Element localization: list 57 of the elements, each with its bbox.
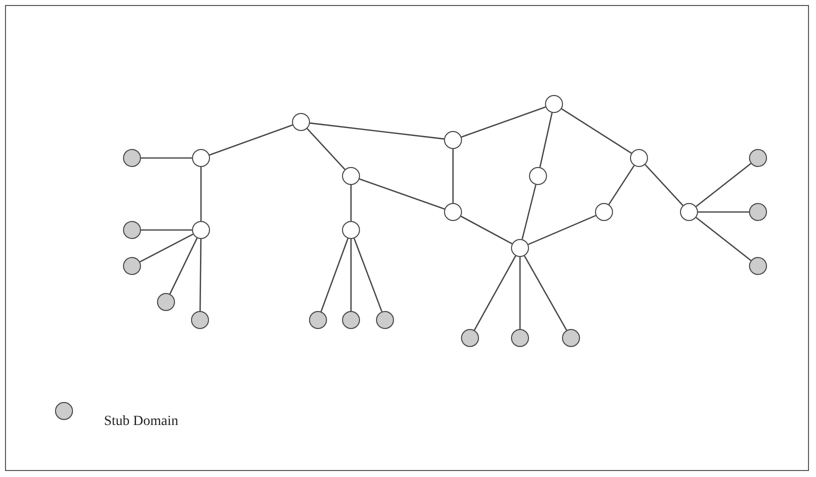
connector-line (169, 238, 198, 294)
stub-domain-circle (511, 329, 529, 347)
stub-domain-circle (562, 329, 580, 347)
connector-line (350, 185, 352, 221)
connector-line (474, 256, 516, 330)
connector-line (644, 164, 684, 206)
stub-domain-circle (376, 311, 394, 329)
transit-node-circle (529, 167, 547, 185)
stub-domain-circle (123, 149, 141, 167)
stub-domain-circle (157, 293, 175, 311)
transit-node-circle (595, 203, 613, 221)
connector-line (140, 234, 194, 262)
stub-domain-circle (461, 329, 479, 347)
transit-node-circle (444, 203, 462, 221)
connector-line (522, 184, 536, 240)
stub-domain-circle (309, 311, 327, 329)
transit-node-circle (292, 113, 310, 131)
stub-domain-circle (749, 149, 767, 167)
connector-line (524, 256, 568, 330)
connector-line (209, 124, 293, 156)
transit-node-circle (545, 95, 563, 113)
connector-line (354, 238, 382, 312)
legend-label: Stub Domain (104, 414, 178, 430)
connector-line (696, 217, 752, 261)
transit-node-circle (630, 149, 648, 167)
connector-line (608, 165, 635, 205)
connector-line (460, 216, 512, 244)
connector-line (698, 211, 749, 213)
connector-line (350, 239, 352, 311)
connector-line (141, 229, 192, 231)
transit-node-circle (680, 203, 698, 221)
transit-node-circle (444, 131, 462, 149)
connector-line (528, 214, 596, 246)
connector-line (539, 112, 553, 168)
stub-domain-circle (749, 257, 767, 275)
transit-node-circle (511, 239, 529, 257)
connector-line (519, 257, 521, 329)
transit-node-circle (342, 221, 360, 239)
stub-domain-circle (123, 221, 141, 239)
connector-line (359, 178, 445, 210)
connector-line (561, 108, 632, 154)
stub-domain-circle (123, 257, 141, 275)
stub-domain-circle (191, 311, 209, 329)
connector-line (452, 149, 454, 203)
connector-line (141, 157, 192, 159)
connector-line (306, 128, 346, 170)
transit-node-circle (192, 221, 210, 239)
stub-domain-circle (342, 311, 360, 329)
stub-domain-circle (749, 203, 767, 221)
connector-line (461, 106, 546, 138)
transit-node-circle (342, 167, 360, 185)
connector-line (200, 167, 202, 221)
connector-line (320, 238, 349, 312)
transit-node-circle (192, 149, 210, 167)
connector-line (696, 163, 752, 207)
connector-line (310, 122, 444, 140)
connector-line (199, 239, 202, 311)
